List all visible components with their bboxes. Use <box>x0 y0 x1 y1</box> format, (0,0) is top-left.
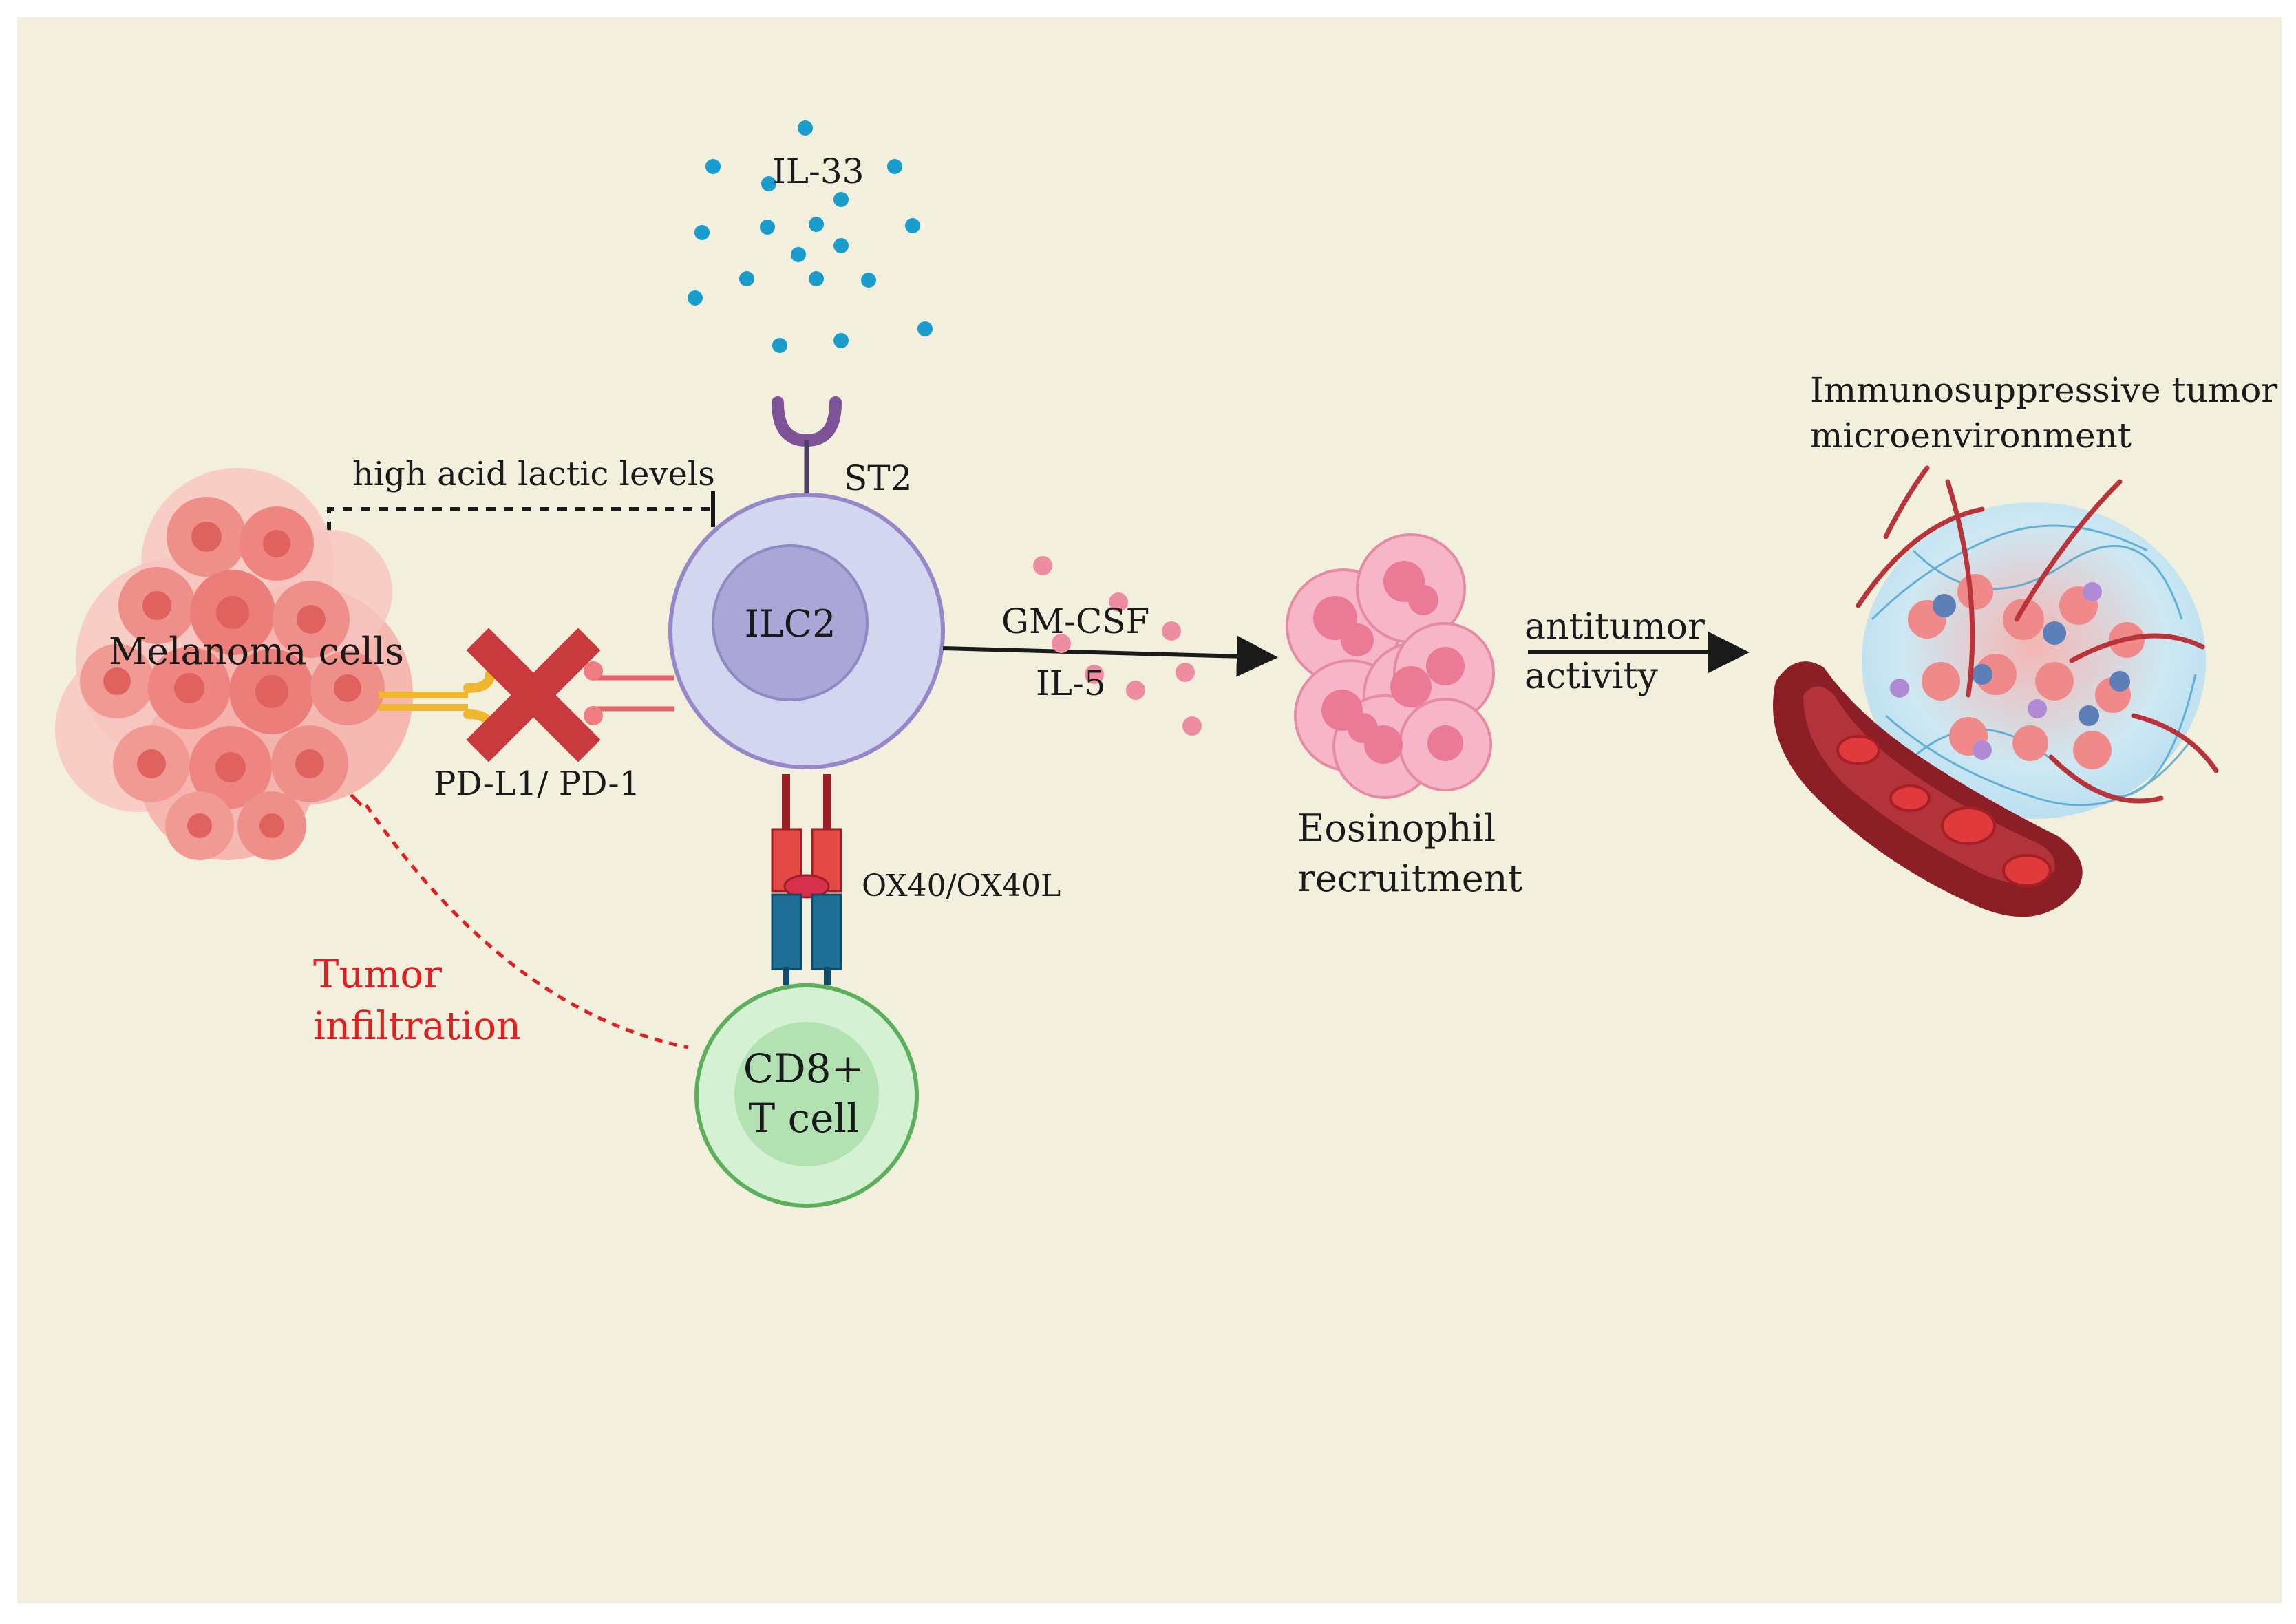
melanoma-label: Melanoma cells <box>109 630 404 673</box>
antitumor-label-1: antitumor <box>1524 606 1705 648</box>
ox40-ox40l-complex <box>771 774 842 985</box>
ilc2-cell <box>668 493 945 769</box>
cd8-t-cell <box>694 983 919 1208</box>
melanoma-cluster <box>55 468 413 860</box>
antitumor-label-2: activity <box>1524 656 1659 697</box>
cd8-label-2: T cell <box>748 1095 859 1142</box>
inhibit-x-icon <box>466 628 601 762</box>
tumor-microenvironment <box>1773 465 2219 917</box>
ox40-label: OX40/OX40L <box>862 868 1061 904</box>
st2-label: ST2 <box>844 458 912 498</box>
gmcsf-label: GM-CSF <box>1001 601 1149 641</box>
eosinophil-label-2: recruitment <box>1297 857 1523 900</box>
tumor-infiltration-label-2: infiltration <box>313 1004 521 1049</box>
tumor-infiltration-line <box>350 793 689 1049</box>
eosinophil-cluster <box>1286 533 1495 799</box>
lactic-inhibition-line <box>327 491 715 531</box>
tme-label-1: Immunosuppressive tumor <box>1810 370 2277 410</box>
high-acid-label: high acid lactic levels <box>352 455 715 493</box>
il33-label: IL-33 <box>772 151 864 191</box>
cytokine-molecules <box>1033 556 1202 736</box>
pdl1-pd1-label: PD-L1/ PD-1 <box>434 765 640 803</box>
pd1-receptor <box>584 661 674 725</box>
il5-label: IL-5 <box>1036 663 1106 703</box>
il33-molecules <box>688 120 933 353</box>
tme-label-2: microenvironment <box>1810 416 2132 456</box>
ilc2-to-eosinophil-arrow <box>942 635 1278 677</box>
cd8-label-1: CD8+ <box>743 1045 864 1092</box>
ilc2-label: ILC2 <box>745 602 836 645</box>
st2-receptor <box>772 396 842 502</box>
eosinophil-label-1: Eosinophil <box>1297 806 1496 850</box>
tumor-infiltration-label-1: Tumor <box>313 952 442 997</box>
